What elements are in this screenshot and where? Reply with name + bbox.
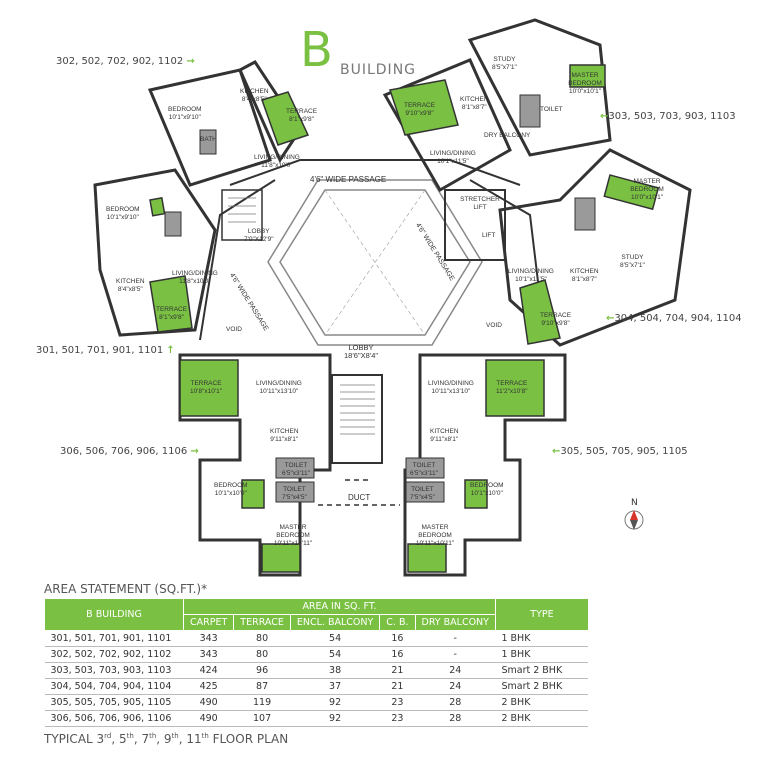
compass-icon: N xyxy=(624,498,644,530)
duct-label: DUCT xyxy=(348,493,371,502)
unit-label-304: ←304, 504, 704, 904, 1104 xyxy=(606,313,742,324)
area-statement-table: B BUILDING AREA IN SQ. FT. TYPE CARPET T… xyxy=(44,598,589,727)
floor-plan-caption: TYPICAL 3rd, 5th, 7th, 9th, 11th FLOOR P… xyxy=(44,732,289,746)
unit-label-301: 301, 501, 701, 901, 1101 ↑ xyxy=(36,345,175,356)
sub-dry-balcony: DRY BALCONY xyxy=(414,614,496,631)
compass-label: N xyxy=(631,498,638,508)
col-area: AREA IN SQ. FT. xyxy=(183,598,496,615)
toilet-a: TOILET xyxy=(540,106,563,113)
passage-left: 4'6" WIDE PASSAGE xyxy=(228,272,270,333)
sub-cb: C. B. xyxy=(379,614,416,631)
dry-balcony-a: DRY BALCONY xyxy=(484,132,531,139)
void-left: VOID xyxy=(226,326,242,333)
sub-encl-balcony: ENCL. BALCONY xyxy=(289,614,381,631)
building-word: BUILDING xyxy=(340,62,417,78)
sub-carpet: CARPET xyxy=(182,614,235,631)
unit-label-302: 302, 502, 702, 902, 1102 → xyxy=(56,56,195,67)
sub-terrace: TERRACE xyxy=(233,614,291,631)
area-statement-title: AREA STATEMENT (SQ.FT.)* xyxy=(44,582,208,596)
void-right: VOID xyxy=(486,322,502,329)
passage-right: 4'6" WIDE PASSAGE xyxy=(414,222,456,283)
building-letter: B xyxy=(300,22,333,78)
lift: LIFT xyxy=(482,232,496,239)
passage-top: 4'6" WIDE PASSAGE xyxy=(310,175,387,184)
col-building: B BUILDING xyxy=(44,598,184,631)
unit-label-306: 306, 506, 706, 906, 1106 → xyxy=(60,446,199,457)
unit-label-303: ←303, 503, 703, 903, 1103 xyxy=(600,111,736,122)
unit-label-305: ←305, 505, 705, 905, 1105 xyxy=(552,446,688,457)
stretcher-lift: STRETCHER LIFT xyxy=(460,196,500,211)
col-type: TYPE xyxy=(494,598,589,631)
room-bath-a: BATH xyxy=(200,136,217,143)
floor-plan: N xyxy=(93,18,692,577)
